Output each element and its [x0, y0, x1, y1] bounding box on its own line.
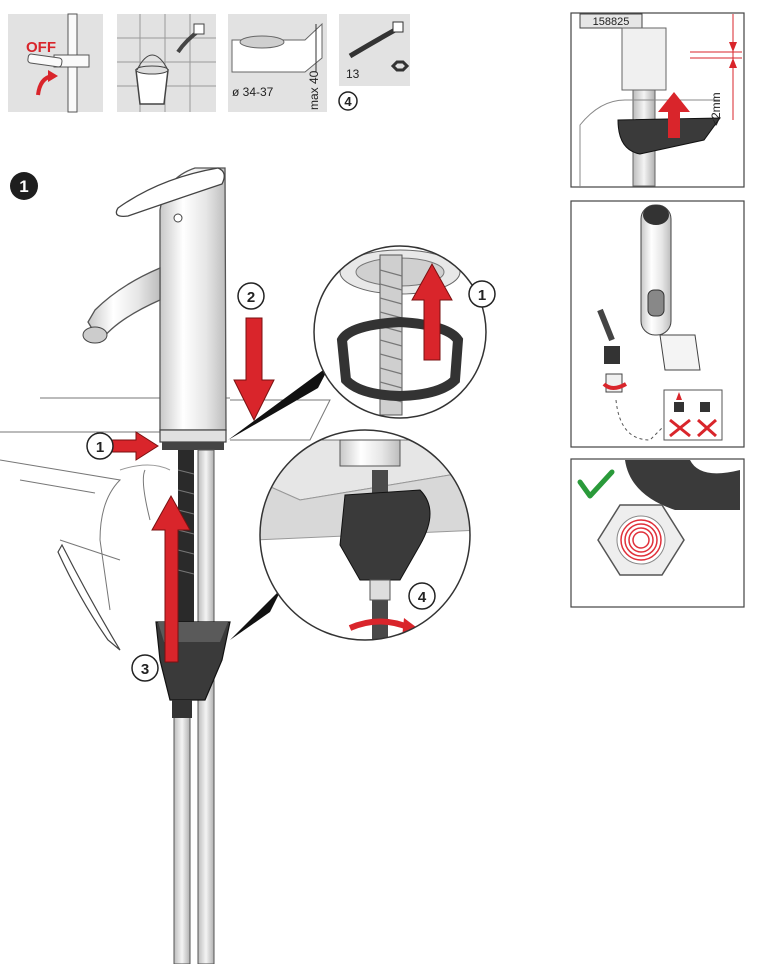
- icon-mounting-hole-dimensions: ø 34-37 max 40: [228, 14, 327, 112]
- basin-edge: [57, 543, 121, 651]
- checkmark-icon: [577, 469, 615, 499]
- callout-detail-1-label: 1: [478, 287, 486, 304]
- callout-2: 2: [237, 282, 265, 310]
- detail-pointer-1: [228, 365, 330, 440]
- icon-wrench-size: 13 4: [338, 14, 410, 111]
- detail-circle-nut: [259, 429, 471, 641]
- wrench-size-label: 13: [346, 67, 360, 81]
- off-label: OFF: [26, 39, 56, 56]
- max-thickness-label: max 40: [307, 70, 321, 110]
- product-code: 158825: [593, 16, 630, 28]
- callout-3-label: 3: [141, 661, 149, 678]
- panel-hand-shower: [570, 200, 745, 448]
- gap-label: <2mm: [709, 92, 723, 126]
- callout-detail-4-label: 4: [418, 589, 427, 606]
- callout-detail-4: 4: [408, 582, 436, 610]
- callout-1-label: 1: [96, 439, 104, 456]
- detail-pointer-2: [230, 588, 282, 640]
- arrow-press-down: [233, 317, 275, 422]
- water-hose-left: [173, 699, 191, 964]
- panel-thread-check: [570, 458, 745, 608]
- arrow-push-rosette: [111, 431, 159, 461]
- panel-gap-check: 158825 <2mm: [570, 12, 745, 188]
- countertop: [0, 397, 331, 611]
- wrench-step-number: 4: [344, 94, 352, 109]
- mount-hole-label: ø 34-37: [232, 85, 274, 99]
- threaded-rod: [178, 450, 194, 660]
- step-number: 1: [19, 177, 28, 196]
- faucet-lever: [115, 167, 225, 217]
- callout-detail-1: 1: [468, 280, 496, 308]
- arrow-push-nut-up: [151, 494, 191, 663]
- icon-shutoff-valve: OFF: [8, 13, 103, 113]
- icon-flush-bucket: [117, 14, 216, 112]
- callout-2-label: 2: [247, 289, 255, 306]
- step-number-badge: 1: [10, 172, 38, 200]
- detail-circle-rosette: [313, 245, 487, 419]
- callout-1: 1: [86, 432, 114, 460]
- water-hose-right: [197, 449, 215, 964]
- faucet: [82, 167, 227, 450]
- callout-3: 3: [131, 654, 159, 682]
